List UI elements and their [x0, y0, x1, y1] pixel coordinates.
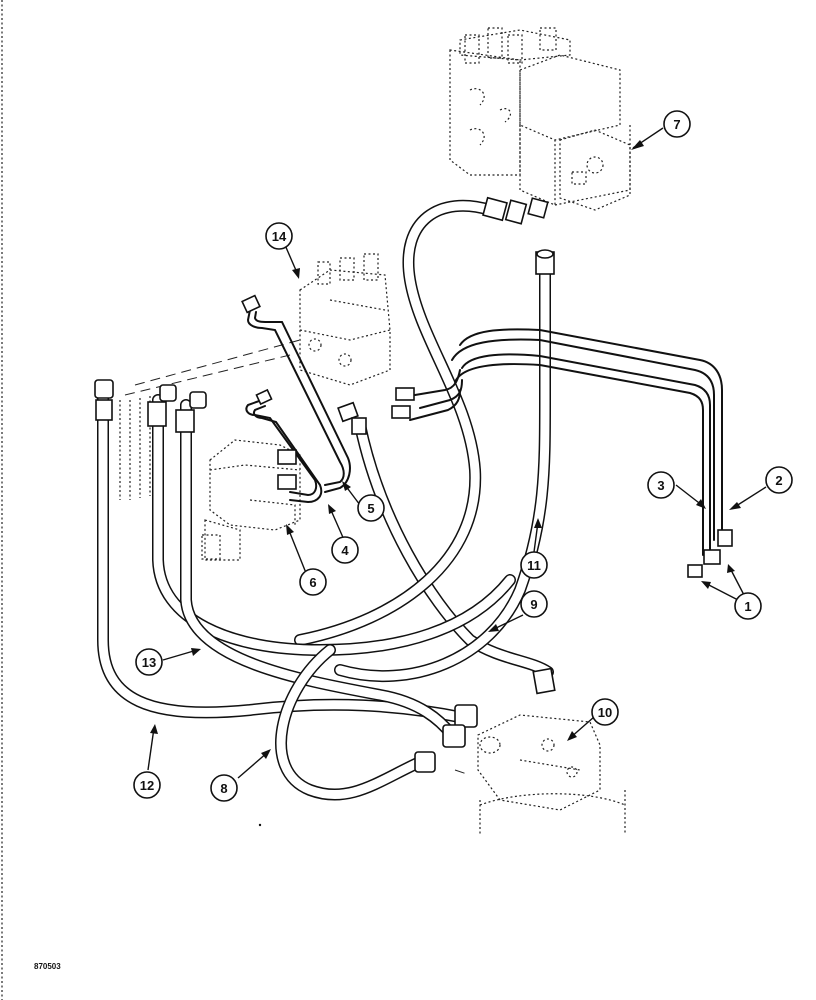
callout-10-label: 10	[598, 705, 612, 720]
hose-left-inner	[180, 399, 458, 741]
tube-3	[454, 353, 711, 556]
callout-5: 5	[357, 494, 385, 522]
callout-14: 14	[265, 222, 293, 250]
callout-13-label: 13	[142, 655, 156, 670]
callout-3: 3	[647, 471, 675, 499]
callout-1: 1	[734, 592, 762, 620]
fittings	[94, 196, 733, 773]
callout-4-label: 4	[341, 543, 349, 558]
callout-12: 12	[133, 771, 161, 799]
motor-10	[477, 714, 626, 835]
callout-6: 6	[299, 568, 327, 596]
valve-14	[299, 253, 391, 386]
valve-block-6	[201, 439, 301, 561]
tube-fittings-left	[409, 369, 463, 421]
hose-11	[334, 259, 551, 683]
ghost-hoses	[119, 396, 151, 500]
callout-14-label: 14	[272, 229, 287, 244]
callout-6-label: 6	[309, 575, 316, 590]
callout-7-label: 7	[673, 117, 680, 132]
hose-13	[152, 394, 516, 657]
callout-9-label: 9	[530, 597, 537, 612]
callout-12-label: 12	[140, 778, 154, 793]
reference-lines	[124, 339, 471, 776]
stray-mark	[258, 823, 262, 827]
callout-2: 2	[765, 466, 793, 494]
callout-8-label: 8	[220, 781, 227, 796]
leaders	[147, 127, 767, 779]
tube-2	[451, 328, 723, 541]
callout-5-label: 5	[367, 501, 374, 516]
callout-7: 7	[663, 110, 691, 138]
tube-4	[245, 399, 323, 504]
callout-3-label: 3	[657, 478, 664, 493]
hose-12	[97, 389, 471, 724]
callout-4: 4	[331, 536, 359, 564]
callout-11-label: 11	[527, 558, 541, 573]
tube-5	[246, 309, 351, 493]
hose-8	[275, 644, 426, 801]
callout-8: 8	[210, 774, 238, 802]
callout-2-label: 2	[775, 473, 782, 488]
callout-13: 13	[135, 648, 163, 676]
hose-upper-loop	[294, 199, 496, 646]
callout-1-label: 1	[744, 599, 751, 614]
drawing-number: 870503	[34, 962, 61, 971]
callout-11: 11	[520, 551, 548, 579]
callout-10: 10	[591, 698, 619, 726]
callout-9: 9	[520, 590, 548, 618]
control-valve-7	[449, 27, 631, 211]
